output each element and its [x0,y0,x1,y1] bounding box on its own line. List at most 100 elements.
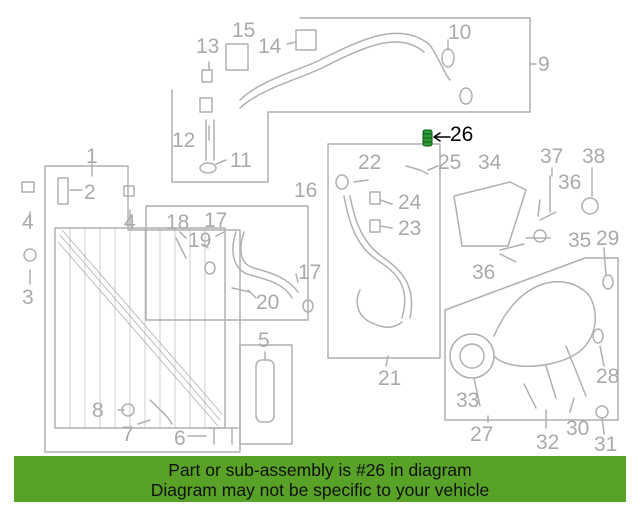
part-number-15[interactable]: 15 [232,19,256,42]
compressor-body [493,281,596,367]
condenser-fin-lines [69,227,206,429]
condenser [54,227,226,429]
part-26-arrow [433,132,451,142]
clip-4-left [21,181,35,193]
leader-lines [29,39,607,437]
part-number-30[interactable]: 30 [566,417,590,440]
hose-group-frame-top [171,17,531,183]
part-number-26-highlighted[interactable]: 26 [450,123,474,146]
cap-13 [201,69,213,83]
part-number-18[interactable]: 18 [166,211,190,234]
valve-23 [369,219,381,233]
part-number-7[interactable]: 7 [122,423,134,446]
part-number-5[interactable]: 5 [258,329,270,352]
info-banner: Part or sub-assembly is #26 in diagram D… [14,456,626,502]
bolt-20 [231,287,251,293]
part-number-20[interactable]: 20 [256,291,280,314]
bolt-30 [565,345,587,397]
part-number-22[interactable]: 22 [358,151,382,174]
part-number-13[interactable]: 13 [196,35,220,58]
bolt-36a [539,211,557,221]
oring-11 [199,162,217,174]
part-number-14[interactable]: 14 [258,35,282,58]
part-number-31[interactable]: 31 [594,433,618,456]
part-number-11[interactable]: 11 [230,149,252,172]
bolt-36b [499,243,525,251]
part-number-19[interactable]: 19 [188,229,212,252]
washer-35 [533,229,547,243]
line-21-inner [349,195,413,319]
condenser-fins [57,229,223,427]
oring-9 [459,87,473,105]
cap-12 [199,97,213,113]
part-26-highlight [422,129,451,147]
bracket-15 [225,43,249,71]
part-number-27[interactable]: 27 [470,423,494,446]
part-number-12[interactable]: 12 [172,129,196,152]
diagram-drawing [21,17,619,453]
hose-9 [239,32,451,101]
drier-group-frame [239,344,293,445]
part-number-17-bottom[interactable]: 17 [298,261,322,284]
part-number-33[interactable]: 33 [456,389,480,412]
line-21-end [356,289,403,328]
part-number-38[interactable]: 38 [582,145,606,168]
bolt-32a [523,383,537,409]
part-number-2[interactable]: 2 [84,181,96,204]
oring-10 [441,48,455,68]
part-number-29[interactable]: 29 [596,227,620,250]
clutch-33-inner [459,343,485,369]
banner-line-2: Diagram may not be specific to your vehi… [150,480,490,500]
pipe-11 [205,119,215,161]
line-21 [343,195,406,319]
part-number-32[interactable]: 32 [536,431,560,454]
part-number-1[interactable]: 1 [86,145,98,168]
condenser-group-frame [44,165,241,453]
part-number-4-right[interactable]: 4 [124,211,136,234]
part-number-8[interactable]: 8 [92,399,104,422]
part-number-34[interactable]: 34 [478,151,502,174]
hose-16-inner [240,231,299,293]
part-number-36-bottom[interactable]: 36 [472,261,496,284]
hose-16 [232,231,293,299]
bracket-34 [453,181,527,247]
part-number-21[interactable]: 21 [378,367,402,390]
clip-4-right [123,185,135,197]
bolt-6a [207,427,221,445]
part-number-3[interactable]: 3 [22,286,34,309]
part-number-35[interactable]: 35 [568,229,592,252]
part-number-37[interactable]: 37 [540,145,564,168]
compressor-group-frame [444,257,619,421]
part-number-16[interactable]: 16 [294,179,318,202]
oring-28 [592,328,604,344]
oring-17 [302,299,314,313]
bracket-7 [149,399,173,425]
part-number-10[interactable]: 10 [448,21,472,44]
valve-31 [595,405,609,419]
fitting-18 [175,237,187,259]
part-number-24[interactable]: 24 [398,191,422,214]
line-group-frame [327,143,441,359]
clutch-33 [449,333,495,379]
bolt-32b [545,365,557,399]
hose-group-frame-mid [145,205,309,321]
part-number-17-top[interactable]: 17 [204,209,228,232]
oring-22 [335,174,349,190]
bolt-3 [23,248,37,262]
part-number-25[interactable]: 25 [438,151,462,174]
drier-5 [255,359,275,423]
part-number-6[interactable]: 6 [174,427,186,450]
part-number-4-left[interactable]: 4 [22,211,34,234]
oring-29 [602,274,614,290]
nut-38 [581,197,599,215]
oring-19 [204,261,216,275]
valve-14 [295,29,317,51]
part-number-36-top[interactable]: 36 [558,171,582,194]
part-number-28[interactable]: 28 [596,365,620,388]
banner-line-1: Part or sub-assembly is #26 in diagram [168,460,472,480]
part-number-9[interactable]: 9 [538,53,550,76]
part-number-23[interactable]: 23 [398,217,422,240]
bolt-6b [225,427,239,445]
hose-9-inner [239,41,425,109]
